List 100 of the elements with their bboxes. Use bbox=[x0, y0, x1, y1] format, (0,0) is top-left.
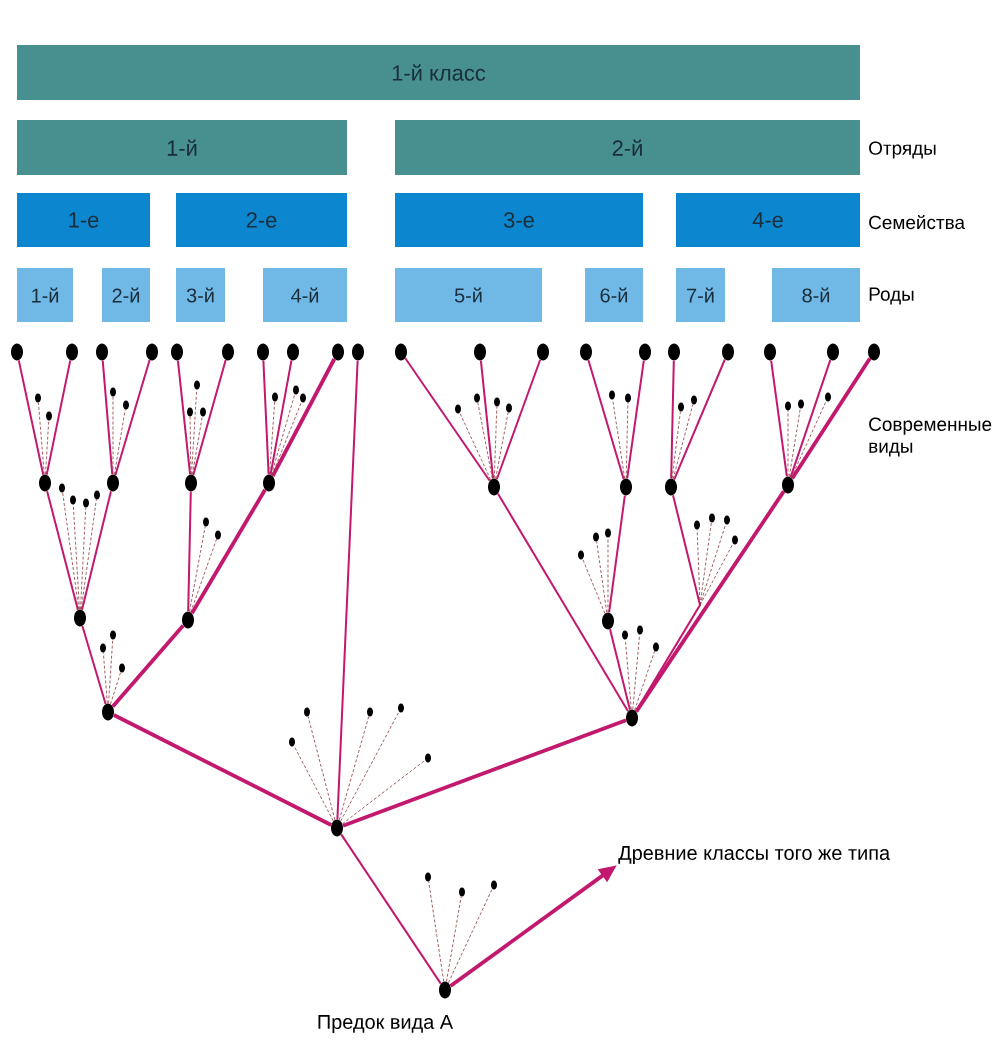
dashed-line bbox=[271, 401, 302, 476]
species-dot bbox=[222, 343, 234, 361]
branch-line bbox=[271, 358, 336, 477]
band: 4-е bbox=[676, 193, 860, 247]
band: 2-й bbox=[395, 120, 860, 175]
dashed-line bbox=[190, 538, 217, 613]
dashed-line bbox=[699, 543, 734, 606]
genus-box: 4-й bbox=[263, 268, 347, 322]
species-dot bbox=[395, 343, 407, 361]
band: 2-е bbox=[176, 193, 347, 247]
genus-box: 2-й bbox=[102, 268, 150, 322]
dashed-line bbox=[269, 401, 276, 475]
genus-box: 8-й bbox=[772, 268, 860, 322]
branch-line bbox=[626, 359, 645, 480]
species-dot bbox=[107, 474, 119, 492]
branch-line bbox=[404, 357, 491, 482]
dashed-line bbox=[114, 409, 126, 475]
dashed-line bbox=[102, 652, 108, 704]
species-dot bbox=[722, 343, 734, 361]
species-dot bbox=[332, 343, 344, 361]
dashed-line bbox=[192, 416, 203, 475]
branch-line bbox=[790, 357, 872, 480]
dashed-line bbox=[787, 410, 789, 477]
species-dot bbox=[827, 343, 839, 361]
species-dot bbox=[580, 343, 592, 361]
dashed-line bbox=[699, 523, 727, 606]
species-dot bbox=[146, 343, 158, 361]
dashed-line bbox=[459, 412, 492, 481]
dashed-line bbox=[625, 402, 629, 479]
branch-line bbox=[262, 359, 270, 476]
species-dot bbox=[602, 612, 614, 630]
dashed-line bbox=[342, 759, 426, 825]
dashed-line bbox=[625, 639, 632, 710]
branch-line bbox=[673, 358, 726, 481]
dashed-line bbox=[72, 504, 80, 610]
branch-line bbox=[634, 490, 786, 713]
dashed-line bbox=[672, 404, 694, 480]
dashed-line bbox=[340, 711, 400, 822]
species-dot bbox=[439, 981, 451, 999]
species-dot bbox=[474, 343, 486, 361]
dashed-line bbox=[80, 507, 87, 610]
genus-box: 1-й bbox=[17, 268, 73, 322]
dashed-line bbox=[634, 650, 655, 711]
branch-line bbox=[608, 494, 626, 614]
branch-line bbox=[190, 488, 267, 615]
dashed-line bbox=[307, 716, 336, 821]
branch-line bbox=[45, 359, 72, 476]
species-dot bbox=[331, 819, 343, 837]
note-text: Древние классы того же типа bbox=[618, 846, 891, 864]
species-dot bbox=[263, 474, 275, 492]
species-dot bbox=[639, 343, 651, 361]
dashed-line bbox=[112, 396, 114, 475]
species-dot bbox=[488, 478, 500, 496]
species-dot bbox=[764, 343, 776, 361]
branch-line bbox=[587, 359, 625, 480]
dashed-line bbox=[696, 529, 701, 606]
dashed-line bbox=[582, 558, 606, 614]
branch-line bbox=[101, 359, 114, 476]
dashed-line bbox=[612, 399, 626, 479]
branch-line bbox=[495, 358, 542, 481]
dashed-line bbox=[189, 526, 206, 612]
species-dot bbox=[257, 343, 269, 361]
dashed-line bbox=[596, 541, 608, 613]
band: 3-е bbox=[395, 193, 643, 247]
branch-line bbox=[269, 359, 293, 476]
dashed-line bbox=[632, 634, 640, 710]
species-dot bbox=[171, 343, 183, 361]
dashed-line bbox=[108, 639, 114, 704]
branch-line bbox=[340, 833, 442, 985]
level-label: Семейства bbox=[869, 214, 965, 230]
caption-text: Предок вида А bbox=[318, 1015, 454, 1033]
level-label: Современные виды bbox=[869, 417, 992, 457]
species-dot bbox=[626, 709, 638, 727]
species-dot bbox=[665, 478, 677, 496]
branch-line bbox=[789, 358, 832, 479]
level-label: Отряды bbox=[869, 141, 936, 159]
dashed-line bbox=[477, 402, 493, 479]
branch-line bbox=[187, 490, 192, 613]
genus-box: 6-й bbox=[585, 268, 643, 322]
dashed-line bbox=[80, 499, 97, 610]
branch-line bbox=[770, 359, 788, 478]
branch-line bbox=[176, 359, 192, 476]
branch-line bbox=[46, 490, 79, 611]
level-label: Роды bbox=[869, 287, 914, 305]
band: 1-й bbox=[17, 120, 347, 175]
dashed-line bbox=[293, 745, 334, 822]
genus-box: 3-й bbox=[176, 268, 225, 322]
dashed-line bbox=[110, 671, 122, 705]
dashed-line bbox=[62, 492, 80, 610]
dashed-line bbox=[338, 715, 370, 821]
dashed-line bbox=[428, 881, 445, 982]
branch-line bbox=[81, 625, 107, 705]
dashed-line bbox=[448, 888, 493, 984]
species-dot bbox=[620, 478, 632, 496]
species-dot bbox=[39, 474, 51, 492]
dashed-line bbox=[788, 408, 801, 477]
species-dot bbox=[102, 703, 114, 721]
branch-line bbox=[114, 359, 151, 476]
dashed-line bbox=[446, 896, 462, 982]
band: 1-е bbox=[17, 193, 150, 247]
